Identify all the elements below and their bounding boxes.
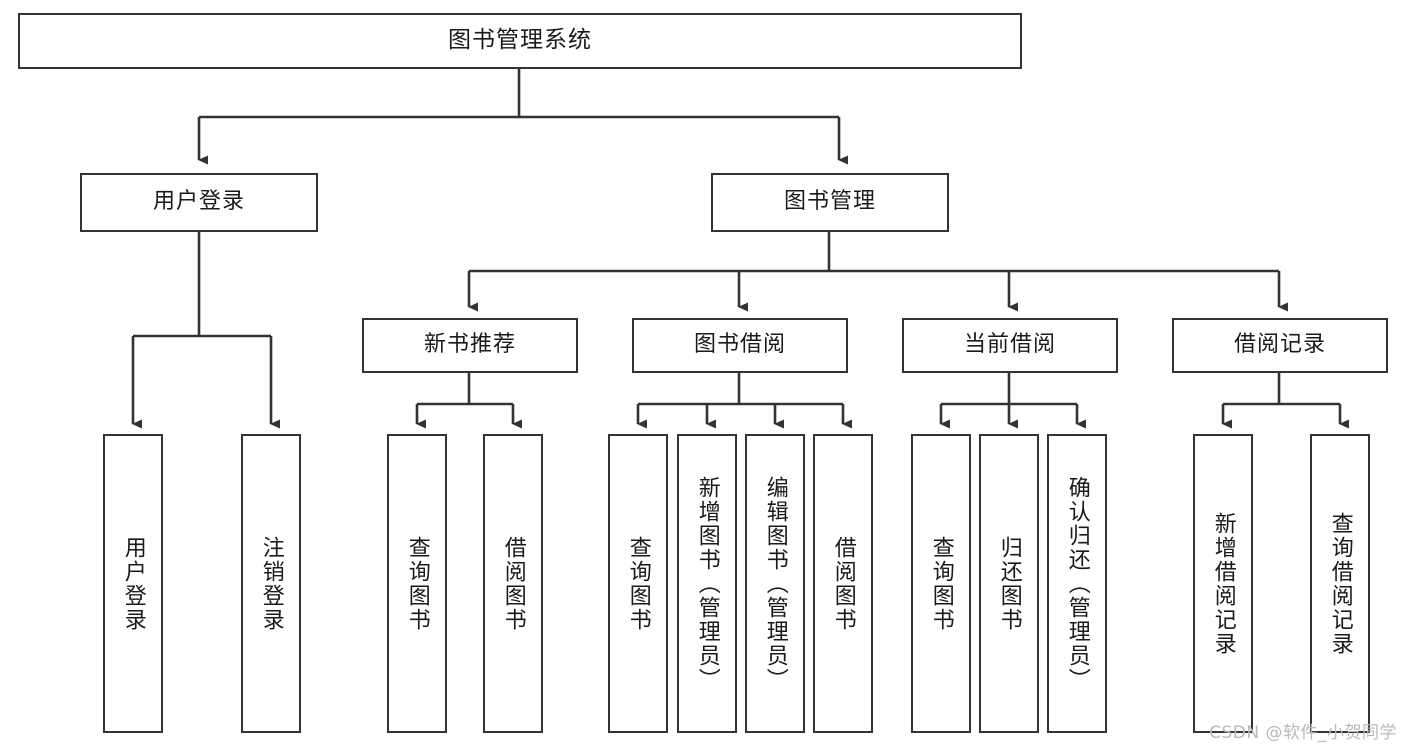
node-leaf-borrow-book-borrow[interactable]: 借阅图书 [813, 434, 873, 733]
node-leaf-logout[interactable]: 注销登录 [241, 434, 301, 733]
node-leaf-borrow-book-recommend[interactable]: 借阅图书 [483, 434, 543, 733]
csdn-watermark: CSDN @软件_小贺同学 [1209, 723, 1397, 743]
node-user-login[interactable]: 用户登录 [80, 173, 318, 232]
node-book-management[interactable]: 图书管理 [711, 173, 949, 232]
node-leaf-confirm-return-admin[interactable]: 确认归还（管理员） [1047, 434, 1107, 733]
node-leaf-user-login[interactable]: 用户登录 [103, 434, 163, 733]
node-leaf-return-book[interactable]: 归还图书 [979, 434, 1039, 733]
node-leaf-add-book-admin[interactable]: 新增图书（管理员） [677, 434, 737, 733]
node-current-borrow[interactable]: 当前借阅 [902, 318, 1118, 373]
node-borrow-record[interactable]: 借阅记录 [1172, 318, 1388, 373]
node-leaf-add-borrow-record[interactable]: 新增借阅记录 [1193, 434, 1253, 733]
node-root-library-management-system[interactable]: 图书管理系统 [18, 13, 1022, 69]
node-leaf-query-book-recommend[interactable]: 查询图书 [387, 434, 447, 733]
node-leaf-edit-book-admin[interactable]: 编辑图书（管理员） [745, 434, 805, 733]
node-new-book-recommend[interactable]: 新书推荐 [362, 318, 578, 373]
node-leaf-query-book-current[interactable]: 查询图书 [911, 434, 971, 733]
node-book-borrow[interactable]: 图书借阅 [632, 318, 848, 373]
node-leaf-query-book-borrow[interactable]: 查询图书 [608, 434, 668, 733]
node-leaf-query-borrow-record[interactable]: 查询借阅记录 [1310, 434, 1370, 733]
